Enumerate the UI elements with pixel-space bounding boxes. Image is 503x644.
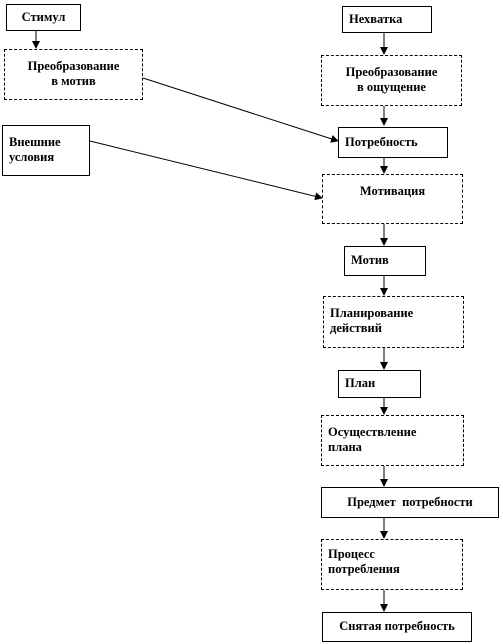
node-planning: Планирование действий (323, 296, 464, 348)
node-need-object-label: Предмет потребности (347, 495, 473, 509)
node-satisfied-label: Снятая потребность (339, 619, 455, 633)
node-need-object: Предмет потребности (321, 487, 499, 518)
node-to-motive-label: Преобразование в мотив (27, 59, 120, 88)
node-motive: Мотив (344, 246, 426, 276)
arrow-external-to-motivation (89, 140, 323, 201)
node-execution-label: Осуществление плана (328, 425, 417, 454)
node-need: Потребность (338, 127, 448, 158)
node-stimulus-label: Стимул (21, 10, 66, 24)
node-planning-label: Планирование действий (330, 306, 414, 335)
node-satisfied: Снятая потребность (322, 612, 472, 642)
node-motivation: Мотивация (322, 174, 463, 224)
node-consumption: Процесс потребления (321, 539, 463, 590)
node-motive-label: Мотив (351, 253, 389, 267)
node-lack: Нехватка (342, 6, 432, 33)
node-plan-label: План (345, 376, 376, 390)
node-to-sensation-label: Преобразование в ощущение (345, 65, 438, 94)
node-need-label: Потребность (345, 135, 418, 149)
node-to-sensation: Преобразование в ощущение (321, 55, 462, 106)
node-to-motive: Преобразование в мотив (4, 49, 143, 100)
arrow-to-motive-to-need (142, 77, 339, 143)
node-external-label: Внешние условия (9, 135, 61, 164)
node-external: Внешние условия (2, 125, 90, 176)
node-stimulus: Стимул (6, 4, 81, 31)
node-lack-label: Нехватка (349, 12, 403, 26)
node-execution: Осуществление плана (321, 415, 464, 466)
node-motivation-label: Мотивация (359, 184, 426, 198)
node-plan: План (338, 370, 421, 398)
node-consumption-label: Процесс потребления (328, 547, 400, 576)
